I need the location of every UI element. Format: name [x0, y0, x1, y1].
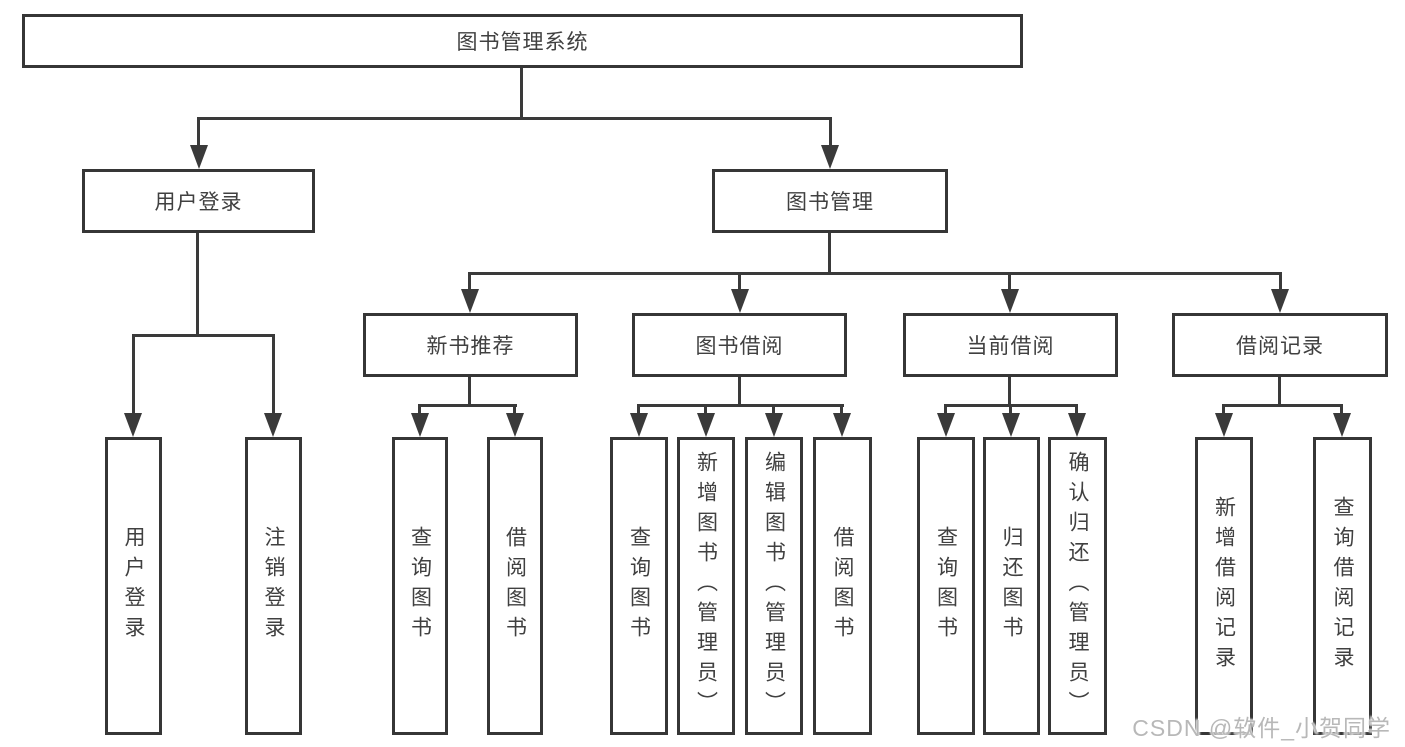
connector-borrow-stem: [738, 377, 741, 406]
arrow-to-records: [1271, 289, 1289, 313]
arrow-to-leaf: [1068, 413, 1086, 437]
connector-logout-leaf-drop: [272, 334, 275, 415]
node-book-borrow: 图书借阅: [632, 313, 847, 377]
connector-book-mgmt-drop: [829, 117, 832, 147]
connector-current-stem: [1008, 377, 1011, 406]
connector-current-drop: [1008, 272, 1011, 292]
connector-root-branch: [197, 117, 832, 120]
node-new-book-rec: 新书推荐: [363, 313, 578, 377]
arrow-to-leaf: [1002, 413, 1020, 437]
leaf-add-borrow-record: 新增借阅记录: [1195, 437, 1253, 735]
arrow-to-new-rec: [461, 289, 479, 313]
connector-leaf-drop: [772, 404, 775, 416]
connector-borrow-branch: [637, 404, 844, 407]
leaf-current-query-books: 查询图书: [917, 437, 975, 735]
leaf-add-books-admin-label: 新增图书（管理员）: [694, 451, 718, 721]
connector-leaf-drop: [944, 404, 947, 416]
node-borrow-records-label: 借阅记录: [1236, 335, 1324, 358]
arrow-to-current: [1001, 289, 1019, 313]
leaf-rec-query-books-label: 查询图书: [408, 526, 432, 646]
node-root-label: 图书管理系统: [456, 31, 589, 54]
connector-records-drop: [1279, 272, 1282, 292]
leaf-query-borrow-record: 查询借阅记录: [1313, 437, 1372, 735]
connector-leaf-drop: [1075, 404, 1078, 416]
node-borrow-records: 借阅记录: [1172, 313, 1388, 377]
connector-leaf-drop: [1009, 404, 1012, 416]
connector-leaf-drop: [637, 404, 640, 416]
connector-records-stem: [1278, 377, 1281, 406]
leaf-rec-borrow-books: 借阅图书: [487, 437, 543, 735]
leaf-rec-borrow-books-label: 借阅图书: [503, 526, 527, 646]
leaf-confirm-return-admin: 确认归还（管理员）: [1048, 437, 1107, 735]
connector-book-mgmt-stem: [828, 233, 831, 275]
connector-leaf-drop: [1222, 404, 1225, 416]
connector-user-login-stem: [196, 233, 199, 336]
leaf-add-books-admin: 新增图书（管理员）: [677, 437, 735, 735]
leaf-confirm-return-admin-label: 确认归还（管理员）: [1066, 451, 1089, 721]
leaf-return-books: 归还图书: [983, 437, 1040, 735]
connector-login-leaf-drop: [132, 334, 135, 415]
node-user-login: 用户登录: [82, 169, 315, 233]
connector-root-stem: [520, 68, 523, 118]
connector-new-rec-stem: [468, 377, 471, 406]
connector-leaf-drop: [1340, 404, 1343, 416]
leaf-borrow-books: 借阅图书: [813, 437, 872, 735]
arrow-to-leaf: [411, 413, 429, 437]
node-new-book-rec-label: 新书推荐: [426, 335, 515, 358]
arrow-to-user-login: [190, 145, 208, 169]
connector-records-branch: [1222, 404, 1343, 407]
node-book-mgmt: 图书管理: [712, 169, 948, 233]
leaf-add-borrow-record-label: 新增借阅记录: [1212, 496, 1236, 676]
connector-leaf-drop: [840, 404, 843, 416]
leaf-logout-label: 注销登录: [262, 526, 285, 646]
node-user-login-label: 用户登录: [154, 191, 243, 214]
connector-new-rec-drop: [468, 272, 471, 292]
arrow-to-leaf: [1215, 413, 1233, 437]
connector-book-mgmt-branch: [468, 272, 1282, 275]
node-root: 图书管理系统: [22, 14, 1023, 68]
arrow-to-leaf: [833, 413, 851, 437]
connector-borrow-drop: [738, 272, 741, 292]
arrow-to-leaf: [506, 413, 524, 437]
leaf-edit-books-admin: 编辑图书（管理员）: [745, 437, 803, 735]
leaf-user-login: 用户登录: [105, 437, 162, 735]
arrow-to-book-mgmt: [821, 145, 839, 169]
connector-leaf-drop: [513, 404, 516, 416]
leaf-return-books-label: 归还图书: [1000, 526, 1023, 646]
arrow-to-borrow: [731, 289, 749, 313]
arrow-to-login-leaf: [124, 413, 142, 437]
leaf-borrow-books-label: 借阅图书: [831, 526, 854, 646]
connector-user-login-drop: [197, 117, 200, 147]
arrow-to-leaf: [1333, 413, 1351, 437]
node-book-borrow-label: 图书借阅: [695, 335, 784, 358]
arrow-to-leaf: [697, 413, 715, 437]
leaf-query-borrow-record-label: 查询借阅记录: [1331, 496, 1354, 676]
node-current-borrow-label: 当前借阅: [966, 335, 1055, 358]
leaf-current-query-books-label: 查询图书: [934, 526, 958, 646]
csdn-watermark: CSDN @软件_小贺同学: [1132, 715, 1391, 741]
leaf-rec-query-books: 查询图书: [392, 437, 448, 735]
leaf-user-login-label: 用户登录: [122, 526, 145, 646]
node-book-mgmt-label: 图书管理: [786, 191, 874, 214]
arrow-to-leaf: [937, 413, 955, 437]
node-current-borrow: 当前借阅: [903, 313, 1118, 377]
leaf-edit-books-admin-label: 编辑图书（管理员）: [762, 451, 786, 721]
arrow-to-logout-leaf: [264, 413, 282, 437]
leaf-logout: 注销登录: [245, 437, 302, 735]
arrow-to-leaf: [630, 413, 648, 437]
connector-leaf-drop: [418, 404, 421, 416]
connector-leaf-drop: [704, 404, 707, 416]
arrow-to-leaf: [765, 413, 783, 437]
connector-new-rec-branch: [418, 404, 517, 407]
leaf-borrow-query-books: 查询图书: [610, 437, 668, 735]
connector-user-login-branch: [132, 334, 275, 337]
leaf-borrow-query-books-label: 查询图书: [627, 526, 651, 646]
